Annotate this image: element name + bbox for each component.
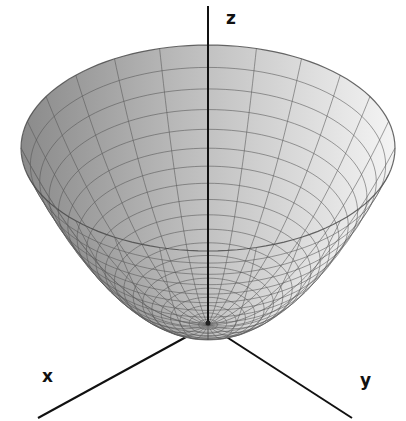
silhouette <box>21 148 208 325</box>
grid-meridian <box>27 175 208 326</box>
grid-meridian <box>208 97 370 326</box>
z-axis-line <box>207 6 209 325</box>
grid-meridian <box>115 237 209 336</box>
axis-label: z <box>226 10 236 27</box>
grid-meridian <box>27 121 208 325</box>
axis-label: y <box>360 372 371 389</box>
grid-meridian <box>46 200 208 329</box>
axis-label: x <box>42 368 53 385</box>
grid-meridian <box>208 49 256 325</box>
grid-meridian <box>208 59 302 325</box>
origin-dot <box>206 321 211 326</box>
grid-meridian <box>208 75 340 325</box>
grid-meridian <box>208 121 389 325</box>
y-axis <box>208 325 352 418</box>
grid-meridian <box>76 75 208 325</box>
grid-meridian <box>160 49 208 325</box>
grid-meridian <box>208 237 302 336</box>
grid-meridian <box>115 59 209 325</box>
grid-meridian <box>208 247 256 338</box>
z-axis <box>206 6 211 326</box>
grid-meridian <box>208 200 370 329</box>
grid-meridian <box>208 175 389 326</box>
x-axis <box>38 325 208 418</box>
grid-meridian <box>46 97 208 326</box>
